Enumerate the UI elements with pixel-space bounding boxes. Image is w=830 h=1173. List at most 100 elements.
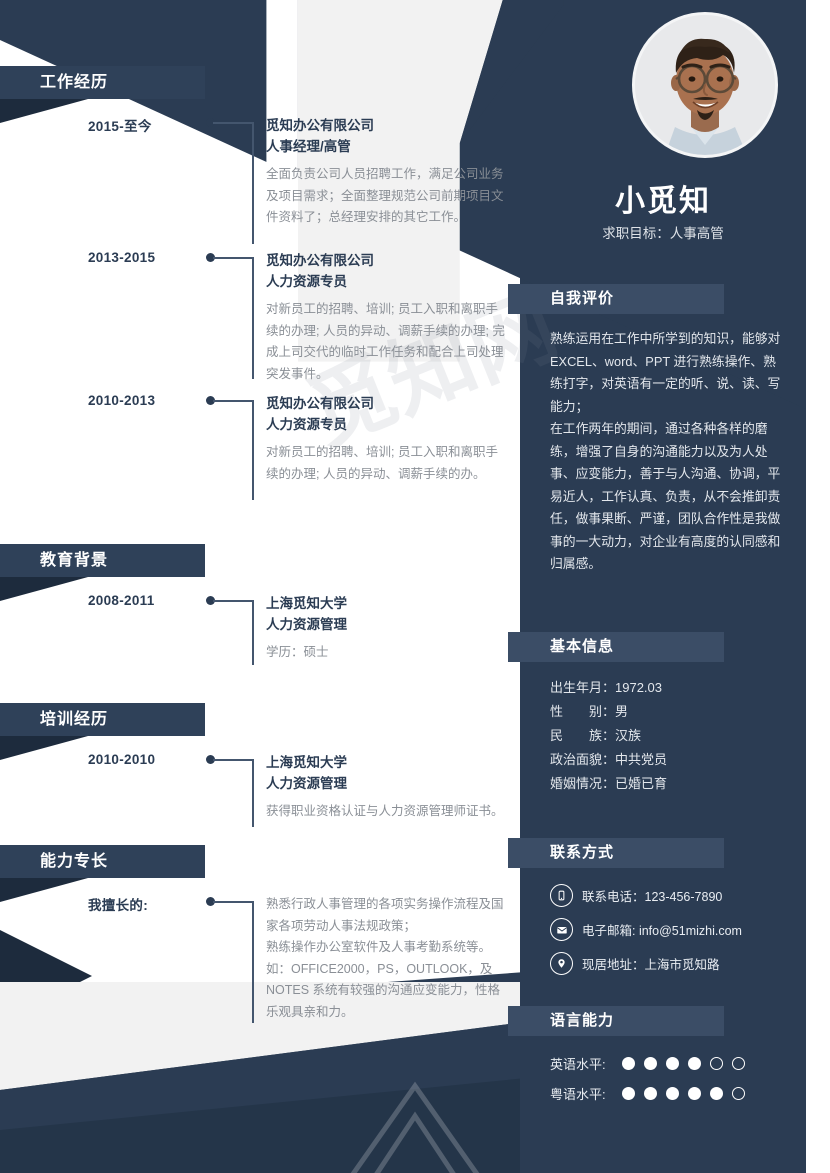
section-basic-info: 基本信息 出生年月：1972.03 性 别：男 民 族：汉族 政治面貌：中共党员… bbox=[508, 632, 806, 796]
entry-content: 上海觅知大学 人力资源管理 学历：硕士 bbox=[266, 593, 540, 664]
section-title: 能力专长 bbox=[40, 853, 109, 870]
rating-dot-filled[interactable] bbox=[688, 1057, 701, 1070]
timeline-entry: 2010-2013 觅知办公有限公司 人力资源专员 对新员工的招聘、培训; 员工… bbox=[88, 393, 540, 513]
entry-role: 人力资源专员 bbox=[266, 417, 347, 432]
timeline-horizontal-line bbox=[213, 759, 254, 761]
section-banner: 培训经历 bbox=[0, 703, 540, 760]
timeline-entry: 2013-2015 觅知办公有限公司 人力资源专员 对新员工的招聘、培训; 员工… bbox=[88, 250, 540, 393]
contact-text: 现居地址：上海市觅知路 bbox=[582, 958, 720, 972]
contact-text: 电子邮箱: info@51mizhi.com bbox=[582, 924, 742, 938]
banner-band bbox=[508, 632, 724, 662]
rating-dot-filled[interactable] bbox=[666, 1087, 679, 1100]
entry-organization: 上海觅知大学 bbox=[266, 596, 347, 611]
timeline-dot bbox=[206, 897, 215, 906]
entry-role: 人力资源专员 bbox=[266, 274, 347, 289]
rating-dot-empty[interactable] bbox=[710, 1057, 723, 1070]
bottom-wedges bbox=[0, 930, 830, 1173]
entry-date: 2010-2010 bbox=[88, 752, 156, 767]
entry-description: 获得职业资格认证与人力资源管理师证书。 bbox=[266, 804, 504, 818]
entry-organization: 觅知办公有限公司 bbox=[266, 253, 374, 268]
timeline-dot bbox=[206, 118, 215, 127]
timeline-vertical-line bbox=[252, 901, 254, 1023]
entry-content: 觅知办公有限公司 人力资源专员 对新员工的招聘、培训; 员工入职和离职手续的办理… bbox=[266, 393, 540, 485]
entry-date: 2010-2013 bbox=[88, 393, 156, 408]
rating-dot-filled[interactable] bbox=[644, 1087, 657, 1100]
entry-description: 对新员工的招聘、培训; 员工入职和离职手续的办理; 人员的异动、调薪手续的办。 bbox=[266, 445, 498, 481]
timeline-dot bbox=[206, 755, 215, 764]
contact-item-address[interactable]: 现居地址：上海市觅知路 bbox=[550, 952, 782, 975]
entry-role: 人力资源管理 bbox=[266, 776, 347, 791]
info-row: 民 族：汉族 bbox=[550, 728, 642, 743]
timeline-vertical-line bbox=[252, 759, 254, 827]
section-training: 培训经历 2010-2010 上海觅知大学 人力资源管理 获得职业资格认证与人力… bbox=[0, 703, 540, 852]
section-title: 教育背景 bbox=[40, 552, 109, 569]
timeline-entry: 2015-至今 觅知办公有限公司 人事经理/高管 全面负责公司人员招聘工作，满足… bbox=[88, 115, 540, 250]
language-rating-dots[interactable] bbox=[622, 1057, 745, 1070]
rating-dot-empty[interactable] bbox=[732, 1057, 745, 1070]
section-language: 语言能力 英语水平: 粤语水平: bbox=[508, 1006, 806, 1114]
email-icon bbox=[550, 918, 573, 941]
entry-content: 觅知办公有限公司 人力资源专员 对新员工的招聘、培训; 员工入职和离职手续的办理… bbox=[266, 250, 540, 385]
section-skills: 能力专长 我擅长的: 熟悉行政人事管理的各项实务操作流程及国家各项劳动人事法规政… bbox=[0, 845, 540, 1034]
timeline-dot bbox=[206, 396, 215, 405]
rating-dot-filled[interactable] bbox=[644, 1057, 657, 1070]
timeline-horizontal-line bbox=[213, 901, 254, 903]
rating-dot-filled[interactable] bbox=[666, 1057, 679, 1070]
entry-date: 2008-2011 bbox=[88, 593, 155, 608]
contact-item-email[interactable]: 电子邮箱: info@51mizhi.com bbox=[550, 918, 782, 941]
section-banner: 联系方式 bbox=[508, 838, 806, 868]
left-column: 工作经历 2015-至今 觅知办公有限公司 人事经理/高管 全面负责公司人员招聘… bbox=[0, 66, 540, 1034]
section-banner: 自我评价 bbox=[508, 284, 806, 314]
phone-icon bbox=[550, 884, 573, 907]
banner-band bbox=[0, 845, 205, 878]
rating-dot-filled[interactable] bbox=[622, 1087, 635, 1100]
section-body: 英语水平: 粤语水平: bbox=[520, 1036, 806, 1103]
info-row: 政治面貌：中共党员 bbox=[550, 752, 668, 767]
section-banner: 工作经历 bbox=[0, 66, 540, 123]
entry-organization: 觅知办公有限公司 bbox=[266, 396, 374, 411]
language-row-cantonese: 粤语水平: bbox=[550, 1084, 782, 1103]
timeline-vertical-line bbox=[252, 257, 254, 379]
entry-description: 对新员工的招聘、培训; 员工入职和离职手续的办理; 人员的异动、调薪手续的办理;… bbox=[266, 302, 505, 381]
entry-description: 熟悉行政人事管理的各项实务操作流程及国家各项劳动人事法规政策； 熟练操作办公室软… bbox=[266, 897, 504, 1019]
section-body: 联系电话：123-456-7890 电子邮箱: info@51mizhi.com… bbox=[520, 868, 806, 975]
entry-content: 熟悉行政人事管理的各项实务操作流程及国家各项劳动人事法规政策； 熟练操作办公室软… bbox=[266, 894, 540, 1023]
section-title: 联系方式 bbox=[550, 844, 615, 861]
rating-dot-empty[interactable] bbox=[732, 1087, 745, 1100]
entry-description: 全面负责公司人员招聘工作，满足公司业务及项目需求；全面整理规范公司前期项目文件资… bbox=[266, 167, 504, 224]
rating-dot-filled[interactable] bbox=[710, 1087, 723, 1100]
timeline-vertical-line bbox=[252, 122, 254, 244]
section-title: 工作经历 bbox=[40, 74, 109, 91]
timeline-entry: 我擅长的: 熟悉行政人事管理的各项实务操作流程及国家各项劳动人事法规政策； 熟练… bbox=[88, 894, 540, 1034]
section-work-experience: 工作经历 2015-至今 觅知办公有限公司 人事经理/高管 全面负责公司人员招聘… bbox=[0, 66, 540, 513]
banner-band bbox=[0, 703, 205, 736]
timeline-entry: 2010-2010 上海觅知大学 人力资源管理 获得职业资格认证与人力资源管理师… bbox=[88, 752, 540, 852]
info-row: 出生年月：1972.03 bbox=[550, 680, 662, 695]
banner-band bbox=[0, 66, 205, 99]
contact-item-phone[interactable]: 联系电话：123-456-7890 bbox=[550, 884, 782, 907]
timeline-vertical-line bbox=[252, 600, 254, 665]
language-label: 英语水平: bbox=[550, 1057, 606, 1072]
banner-band bbox=[508, 284, 724, 314]
entry-content: 觅知办公有限公司 人事经理/高管 全面负责公司人员招聘工作，满足公司业务及项目需… bbox=[266, 115, 540, 229]
section-body: 出生年月：1972.03 性 别：男 民 族：汉族 政治面貌：中共党员 婚姻情况… bbox=[520, 662, 806, 796]
section-banner: 基本信息 bbox=[508, 632, 806, 662]
entry-role: 人力资源管理 bbox=[266, 617, 347, 632]
section-self-evaluation: 自我评价 熟练运用在工作中所学到的知识，能够对 EXCEL、word、PPT 进… bbox=[508, 284, 806, 576]
timeline-horizontal-line bbox=[213, 400, 254, 402]
page-title: 小觅知 bbox=[615, 185, 711, 218]
section-title: 自我评价 bbox=[550, 290, 615, 307]
rating-dot-filled[interactable] bbox=[622, 1057, 635, 1070]
job-objective: 求职目标：人事高管 bbox=[602, 226, 724, 241]
timeline-horizontal-line bbox=[213, 122, 254, 124]
language-row-english: 英语水平: bbox=[550, 1054, 782, 1073]
info-row: 性 别：男 bbox=[550, 704, 629, 719]
language-rating-dots[interactable] bbox=[622, 1087, 745, 1100]
language-label: 粤语水平: bbox=[550, 1087, 606, 1102]
location-icon bbox=[550, 952, 573, 975]
section-body: 2008-2011 上海觅知大学 人力资源管理 学历：硕士 bbox=[0, 577, 540, 693]
section-body: 2010-2010 上海觅知大学 人力资源管理 获得职业资格认证与人力资源管理师… bbox=[0, 736, 540, 852]
section-education: 教育背景 2008-2011 上海觅知大学 人力资源管理 学历：硕士 bbox=[0, 544, 540, 693]
rating-dot-filled[interactable] bbox=[688, 1087, 701, 1100]
